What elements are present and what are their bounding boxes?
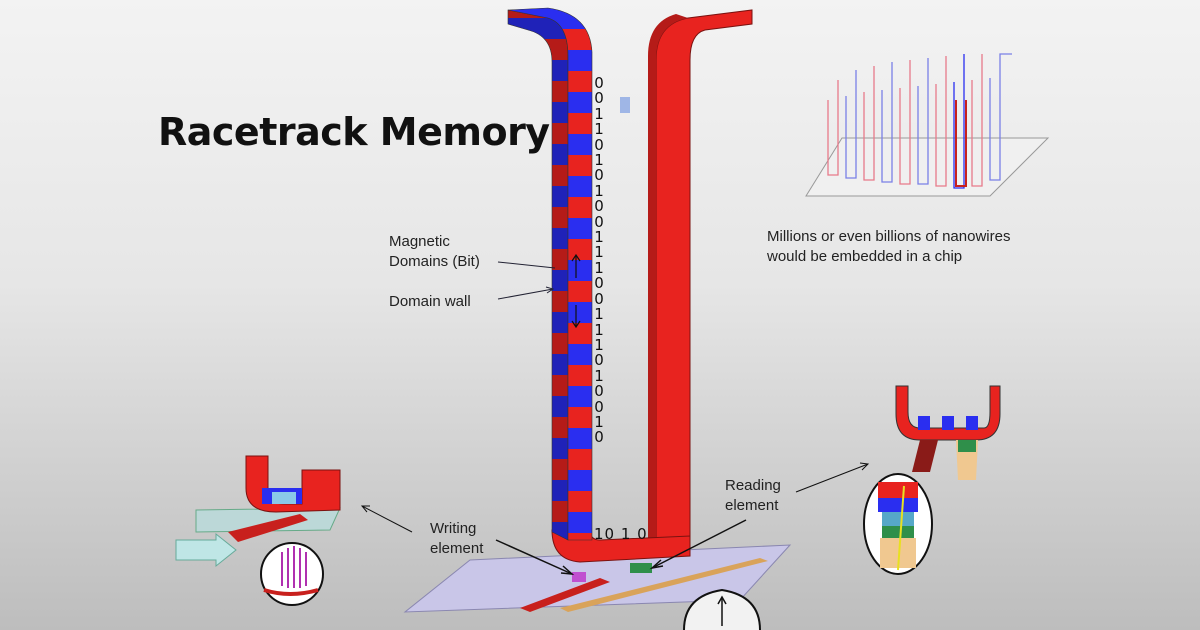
bit: 1 <box>594 181 604 200</box>
bit: 0 <box>594 382 604 401</box>
bit: 1 <box>594 228 604 247</box>
reading-element-label: Reading element <box>725 477 781 514</box>
bit: 1 <box>594 335 604 354</box>
bit: 1 <box>594 104 604 123</box>
racetrack-right-arm <box>655 9 753 549</box>
reading-element-device <box>630 563 652 573</box>
bit: 1 <box>594 320 604 339</box>
bit: 0 <box>594 135 604 154</box>
racetrack-left-arm-side <box>507 9 569 541</box>
bit-sequence: 0 0 1 1 0 1 0 1 0 0 1 1 1 0 0 1 1 1 0 1 … <box>592 74 606 447</box>
bit: 0 <box>594 274 604 293</box>
bit: 0 <box>594 197 604 216</box>
bit-marker <box>620 97 630 113</box>
domains-pointer <box>497 261 556 269</box>
nanowire-array-inset <box>805 53 1050 197</box>
bit: 1 <box>594 258 604 277</box>
bit: 0 <box>594 166 604 185</box>
bit: 1 <box>594 412 604 431</box>
bit: 0 <box>594 89 604 108</box>
left-inset-pointer <box>361 505 413 533</box>
bit: 0 <box>594 212 604 231</box>
writing-element-inset <box>175 455 341 606</box>
bit-sequence-bottom: 10 1 0 <box>594 525 648 543</box>
write-line <box>520 578 610 612</box>
bit: 0 <box>594 397 604 416</box>
writing-pointer <box>495 539 573 575</box>
bit: 0 <box>594 74 604 92</box>
writing-element-label: Writing element <box>430 520 484 557</box>
bit: 1 <box>594 366 604 385</box>
read-line <box>560 558 768 612</box>
racetrack-right-arm-side <box>648 14 688 544</box>
magnetic-domains-label: Magnetic Domains (Bit) <box>389 233 480 270</box>
writing-element-device <box>572 572 586 582</box>
bit: 0 <box>594 351 604 370</box>
bit: 1 <box>594 243 604 262</box>
bit: 1 <box>594 305 604 324</box>
domain-wall-label: Domain wall <box>389 293 471 310</box>
reading-element-inset <box>863 385 1001 575</box>
domain-wall-pointer <box>497 288 554 300</box>
bit: 1 <box>594 120 604 139</box>
right-inset-pointer <box>795 463 869 493</box>
bit: 0 <box>594 289 604 308</box>
bit: 1 <box>594 151 604 170</box>
racetrack-left-arm <box>507 7 593 541</box>
bit: 0 <box>594 428 604 447</box>
nanowires-caption: Millions or even billions of nanowires w… <box>767 228 1011 265</box>
slide-title: Racetrack Memory <box>158 110 550 154</box>
reading-pointer <box>651 519 747 569</box>
